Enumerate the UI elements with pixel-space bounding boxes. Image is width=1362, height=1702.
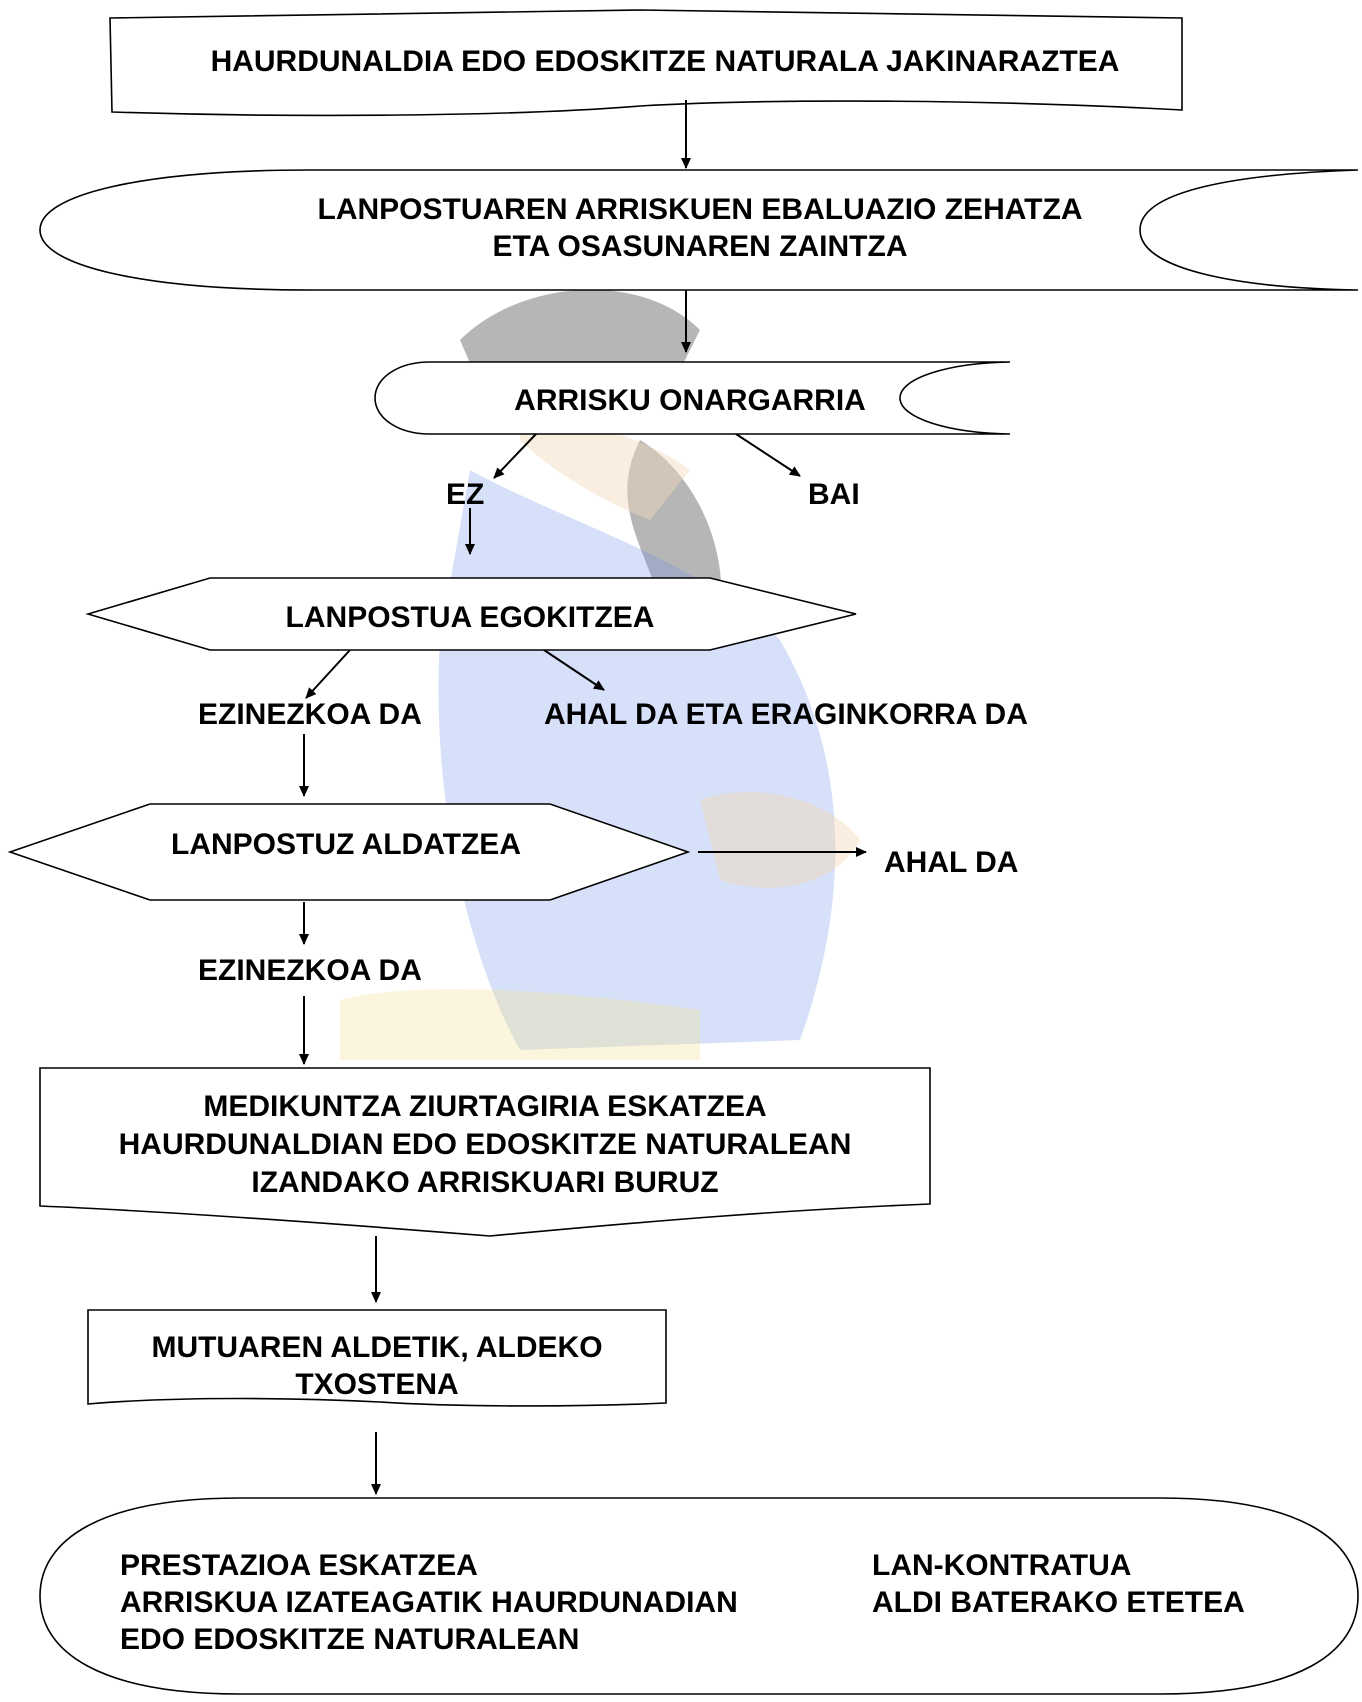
node-final-left-line: ARRISKUA IZATEAGATIK HAURDUNADIAN [120,1586,738,1619]
node-acceptable-risk-line: ARRISKU ONARGARRIA [514,384,866,417]
node-final-right-line: ALDI BATERAKO ETETEA [872,1586,1245,1619]
node-final-right-line: LAN-KONTRATUA [872,1549,1131,1582]
arrow-adapt-to-possible-effective [543,649,605,691]
node-adapt-post-line: LANPOSTUA EGOKITZEA [286,601,655,634]
edge-label-yes: BAI [808,478,860,511]
arrow-adapt-to-impossible [305,649,351,699]
node-acceptable-risk: ARRISKU ONARGARRIA [374,361,1011,435]
node-adapt-post: LANPOSTUA EGOKITZEA [85,577,857,651]
node-evaluation-line: LANPOSTUAREN ARRISKUEN EBALUAZIO ZEHATZA [318,193,1083,226]
node-final-left-line: PRESTAZIOA ESKATZEA [120,1549,478,1582]
node-change-post-line: LANPOSTUZ ALDATZEA [171,828,521,861]
arrow-risk-to-yes [735,433,801,477]
node-mutual-report-line: MUTUAREN ALDETIK, ALDEKO [151,1331,602,1364]
node-change-post: LANPOSTUZ ALDATZEA [7,803,691,901]
node-medical-certificate-line: MEDIKUNTZA ZIURTAGIRIA ESKATZEA [203,1090,766,1123]
edge-label-possible: AHAL DA [884,846,1018,879]
node-mutual-report: MUTUAREN ALDETIK, ALDEKO TXOSTENA [87,1309,667,1407]
arrow-risk-to-no [493,433,537,479]
edge-label-impossible: EZINEZKOA DA [198,954,422,987]
node-evaluation-line: ETA OSASUNAREN ZAINTZA [493,230,908,263]
node-medical-certificate: MEDIKUNTZA ZIURTAGIRIA ESKATZEA HAURDUNA… [39,1067,931,1237]
node-final-left-line: EDO EDOSKITZE NATURALEAN [120,1623,579,1656]
node-evaluation: LANPOSTUAREN ARRISKUEN EBALUAZIO ZEHATZA… [39,169,1359,291]
node-mutual-report-line: TXOSTENA [295,1368,458,1401]
node-notify: HAURDUNALDIA EDO EDOSKITZE NATURALA JAKI… [109,9,1183,117]
edge-label-possible-effective: AHAL DA ETA ERAGINKORRA DA [544,698,1028,731]
node-notify-line: HAURDUNALDIA EDO EDOSKITZE NATURALA JAKI… [211,45,1120,78]
edge-label-no: EZ [446,478,484,511]
node-medical-certificate-line: HAURDUNALDIAN EDO EDOSKITZE NATURALEAN [119,1128,852,1161]
edge-label-impossible: EZINEZKOA DA [198,698,422,731]
node-final: PRESTAZIOA ESKATZEA ARRISKUA IZATEAGATIK… [39,1497,1359,1695]
node-medical-certificate-line: IZANDAKO ARRISKUARI BURUZ [251,1166,718,1199]
